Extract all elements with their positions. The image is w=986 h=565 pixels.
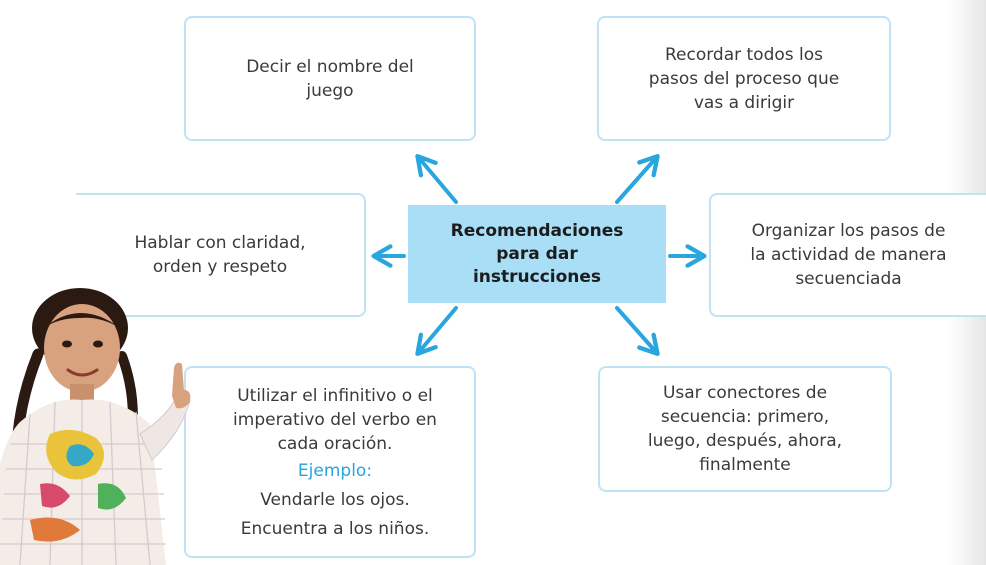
node-text-line: finalmente	[699, 455, 791, 475]
node-text-line: juego	[306, 80, 354, 101]
center-line: Recomendaciones	[450, 220, 624, 241]
example-line: Encuentra a los niños.	[240, 518, 430, 539]
node-text-line: secuenciada	[795, 269, 902, 289]
node-text-line: vas a dirigir	[693, 92, 795, 113]
arrow-bottom-right	[615, 306, 660, 356]
center-node-text: Recomendaciones para dar instrucciones	[447, 220, 627, 289]
node-text-line: orden y respeto	[152, 257, 288, 277]
arrow-bottom-left	[415, 306, 458, 356]
center-line: instrucciones	[472, 266, 602, 287]
arrow-top-left	[415, 154, 458, 204]
node-top-left: Decir el nombre del juego	[184, 16, 476, 141]
node-bottom-right: Usar conectores de secuencia: primero, l…	[598, 366, 892, 492]
node-text-line: Organizar los pasos de	[751, 221, 946, 241]
node-text-line: luego, después, ahora,	[647, 431, 843, 451]
node-top-right: Recordar todos los pasos del proceso que…	[597, 16, 891, 141]
node-text-line: Recordar todos los	[664, 44, 824, 65]
example-line: Vendarle los ojos.	[260, 489, 410, 510]
girl-pointing-up-illustration	[0, 288, 191, 565]
node-text-line: Utilizar el infinitivo o el	[237, 385, 433, 406]
node-text-line: la actividad de manera	[750, 245, 947, 265]
node-text-line: imperativo del verbo en	[233, 409, 437, 430]
center-node: Recomendaciones para dar instrucciones	[408, 205, 666, 303]
node-text-line: cada oración.	[277, 433, 393, 454]
node-text-line: Hablar con claridad,	[134, 233, 306, 253]
example-label: Ejemplo:	[297, 460, 373, 481]
center-line: para dar	[496, 243, 578, 264]
node-text-line: pasos del proceso que	[648, 68, 840, 89]
node-text-line: Decir el nombre del	[246, 56, 414, 77]
node-text-line: secuencia: primero,	[660, 407, 830, 427]
node-mid-right: Organizar los pasos de la actividad de m…	[709, 193, 986, 317]
arrow-top-right	[615, 154, 660, 204]
node-mid-left: Hablar con claridad, orden y respeto	[76, 193, 366, 317]
node-text-line: Usar conectores de	[662, 383, 828, 403]
node-bottom-left: Utilizar el infinitivo o el imperativo d…	[184, 366, 476, 558]
